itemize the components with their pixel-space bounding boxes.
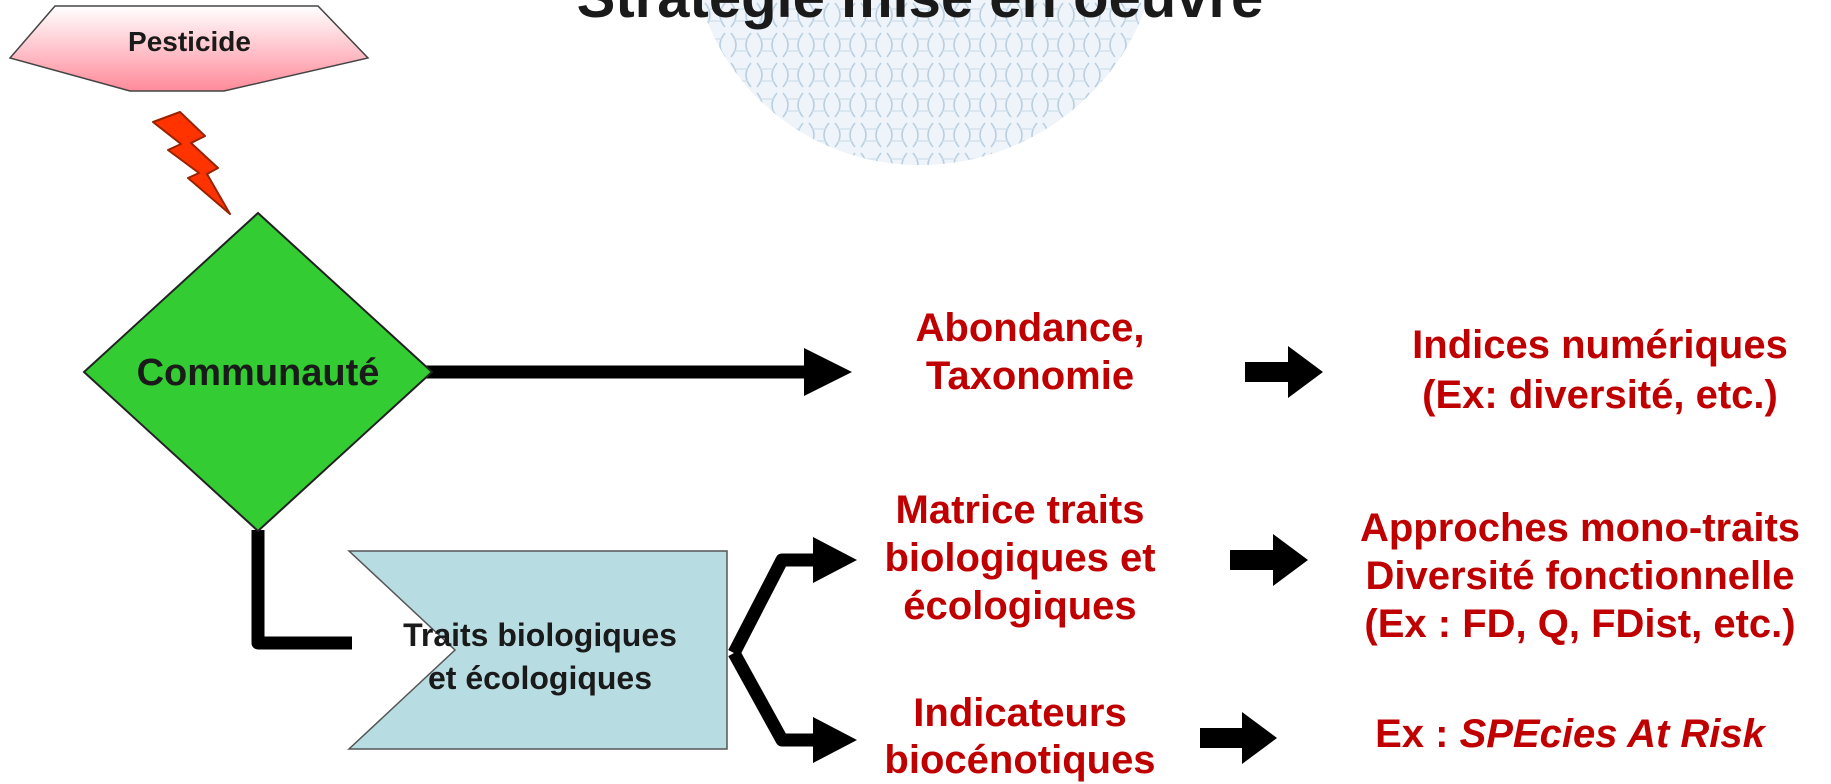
arrowhead-abundance — [804, 348, 852, 396]
branch-abundance-line1: Abondance, — [915, 306, 1145, 350]
outcome-spear: Ex : SPEcies At Risk — [1330, 711, 1810, 758]
connector-traits-indicators — [728, 649, 815, 747]
traits-bowtie-shape — [347, 550, 728, 750]
arrowhead-indicators — [813, 717, 857, 763]
outcome-spear-name: SPEcies At Risk — [1459, 712, 1765, 756]
branch-matrix-line1: Matrice traits — [895, 488, 1145, 532]
outcome-functional-line3: (Ex : FD, Q, FDist, etc.) — [1364, 602, 1796, 646]
page-title: Stratégie mise en oeuvre — [470, 0, 1370, 32]
connector-lines — [251, 365, 815, 747]
block-arrow-functional — [1230, 534, 1308, 586]
branch-indicators-line1: Indicateurs — [913, 691, 1127, 735]
outcome-numeric-line2: (Ex: diversité, etc.) — [1422, 373, 1778, 417]
branch-abundance-line2: Taxonomie — [925, 354, 1135, 398]
connector-traits-matrix — [728, 553, 815, 656]
outcome-numeric-line1: Indices numériques — [1412, 323, 1788, 367]
branch-matrix-line2: biologiques et — [884, 536, 1156, 580]
outcome-functional-line1: Approches mono-traits — [1359, 506, 1801, 550]
arrowhead-matrix — [813, 537, 857, 583]
connector-arrowheads — [804, 348, 857, 763]
pesticide-shape — [8, 5, 370, 92]
outcome-functional-line2: Diversité fonctionnelle — [1365, 554, 1795, 598]
lightning-bolt-icon — [152, 111, 231, 215]
branch-matrix-line3: écologiques — [903, 584, 1137, 628]
traits-label-line2: et écologiques — [427, 660, 653, 696]
block-arrows — [1200, 346, 1323, 764]
block-arrow-numeric — [1245, 346, 1323, 398]
pesticide-label: Pesticide — [128, 26, 251, 57]
connector-community-traits — [251, 530, 352, 650]
traits-label-line1: Traits biologiques — [403, 617, 677, 653]
block-arrow-spear — [1200, 712, 1277, 764]
branch-indicators-line2: biocénotiques — [884, 738, 1156, 782]
outcome-spear-prefix: Ex : — [1375, 712, 1460, 756]
community-diamond — [82, 211, 434, 533]
community-label: Communauté — [136, 352, 380, 394]
